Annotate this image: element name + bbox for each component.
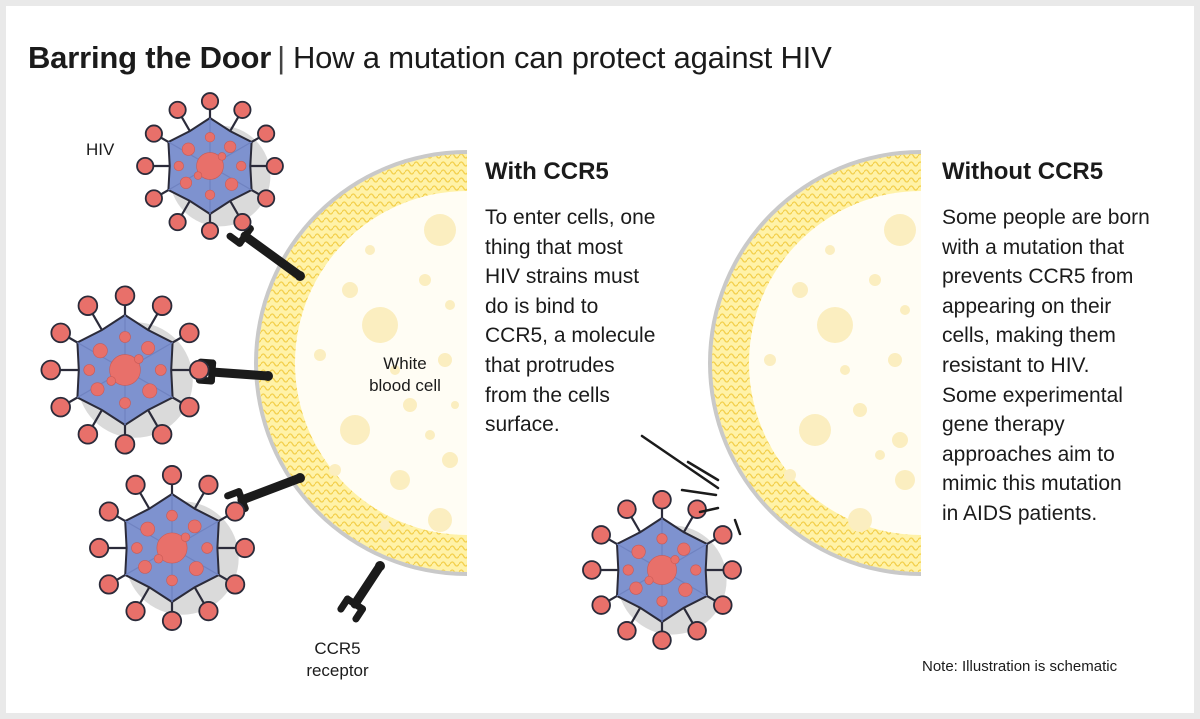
with-ccr5-line: To enter cells, one: [485, 206, 656, 229]
without-ccr5-line: Some experimental: [942, 383, 1123, 407]
receptor-label-line-1: CCR5: [314, 639, 361, 658]
receptor-label-line-2: receptor: [306, 661, 369, 680]
without-ccr5-heading: Without CCR5: [942, 158, 1104, 185]
without-ccr5-line: gene therapy: [942, 413, 1065, 437]
with-ccr5-line: do is bind to: [485, 294, 599, 318]
title-subtitle: How a mutation can protect against HIV: [292, 40, 832, 75]
without-ccr5-line: cells, making them: [942, 324, 1116, 348]
without-ccr5-line: resistant to HIV.: [942, 353, 1090, 377]
hiv-virus: [136, 92, 284, 240]
receptor-label: CCR5 receptor: [290, 638, 385, 682]
without-ccr5-line: in AIDS patients.: [942, 501, 1098, 525]
without-ccr5-line: with a mutation that: [942, 235, 1125, 259]
schematic-note: Note: Illustration is schematic: [922, 658, 1118, 675]
hiv-label: HIV: [86, 140, 115, 159]
title-main: Barring the Door: [28, 40, 272, 75]
without-ccr5-line: approaches aim to: [942, 442, 1115, 466]
page-title: Barring the Door|How a mutation can prot…: [28, 40, 832, 76]
with-ccr5-line: HIV strains must: [485, 265, 640, 289]
white-blood-cell-left: [254, 150, 467, 576]
cell-label: White blood cell: [355, 353, 455, 397]
with-ccr5-line: CCR5, a molecule: [485, 324, 656, 348]
hiv-virus: [89, 465, 255, 631]
with-ccr5-line: surface.: [485, 413, 560, 437]
with-ccr5-line: from the cells: [485, 383, 610, 407]
cell-label-line-1: White: [383, 354, 427, 373]
cell-vesicles-right: [764, 214, 916, 532]
bounce-lines: [640, 434, 742, 536]
ccr5-receptor: [337, 561, 385, 623]
without-ccr5-line: Some people are born: [942, 206, 1150, 229]
ccr5-receptor: [195, 358, 273, 385]
hiv-viruses: [40, 92, 742, 650]
without-ccr5-line: prevents CCR5 from: [942, 265, 1134, 289]
white-blood-cell-right: [708, 150, 921, 576]
with-ccr5-line: that protrudes: [485, 353, 615, 377]
without-ccr5-line: appearing on their: [942, 294, 1112, 318]
with-ccr5-heading: With CCR5: [485, 158, 609, 185]
without-ccr5-text: Some people are born with a mutation that…: [942, 203, 1150, 529]
cell-vesicles-left: [314, 214, 459, 532]
hiv-virus: [40, 285, 210, 455]
cell-label-line-2: blood cell: [369, 376, 441, 395]
with-ccr5-line: thing that most: [485, 235, 623, 259]
without-ccr5-line: mimic this mutation: [942, 472, 1122, 496]
title-separator: |: [277, 40, 285, 75]
hiv-virus: [582, 490, 742, 650]
